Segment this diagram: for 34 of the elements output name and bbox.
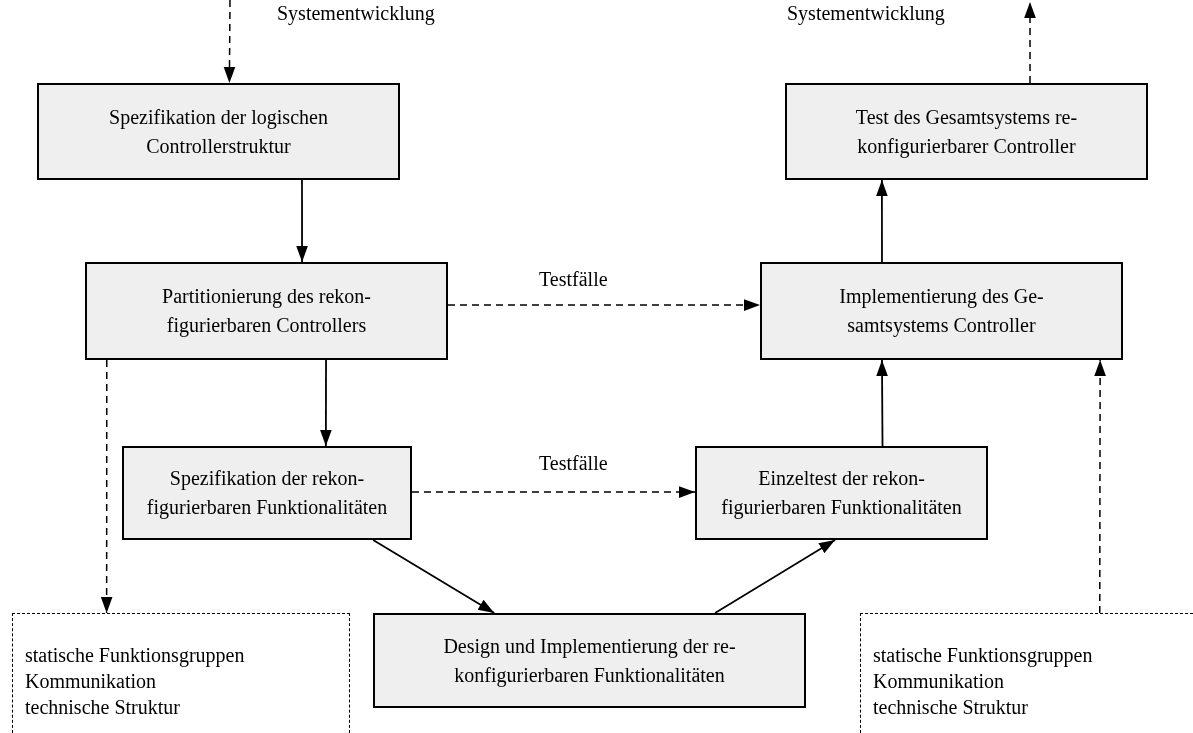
dashed-arrow [447, 299, 761, 311]
dashed-arrow [1024, 1, 1036, 84]
box-label: Partitionierung des rekon- figurierbaren Controllers [161, 284, 372, 339]
process-box [373, 613, 806, 708]
process-box [37, 83, 400, 180]
box-label: Test des Gesamtsystems re- konfigurierbarer Controller [854, 104, 1079, 160]
dashed-arrow [100, 359, 113, 614]
arrow [320, 359, 332, 447]
box-label: Implementierung des Ge- samtsystems Controller [838, 284, 1045, 339]
note-text: Kommunikation [25, 669, 157, 694]
dashed-arrow [223, 0, 236, 84]
box-label: Spezifikation der rekon- figurierbaren Funktionalitäten [145, 466, 389, 521]
box-label: Design und Implementierung der re- konfigurierbaren Funktionalitäten [442, 633, 737, 689]
process-box [695, 446, 988, 540]
note-text: technische Struktur [25, 695, 180, 720]
dashed-arrow [1094, 359, 1106, 614]
arrow [876, 359, 888, 447]
process-box [122, 446, 412, 540]
box-label: Einzeltest der rekon- figurierbaren Funktionalitäten [721, 466, 962, 521]
dashed-note-box [860, 613, 1193, 733]
dashed-arrow [411, 486, 696, 498]
arrow [296, 179, 308, 263]
note-text: technische Struktur [873, 695, 1028, 720]
box-label: Spezifikation der logischen Controllerstruktur [108, 104, 329, 159]
note-text: statische Funktionsgruppen [25, 643, 245, 668]
arrow [714, 539, 836, 614]
note-text: statische Funktionsgruppen [873, 643, 1093, 668]
arrow [372, 539, 496, 614]
dashed-note-box [12, 613, 350, 733]
note-text: Kommunikation [873, 669, 1005, 694]
process-box [85, 262, 448, 360]
process-box [760, 262, 1123, 360]
process-box [785, 83, 1148, 180]
arrow [876, 179, 888, 263]
